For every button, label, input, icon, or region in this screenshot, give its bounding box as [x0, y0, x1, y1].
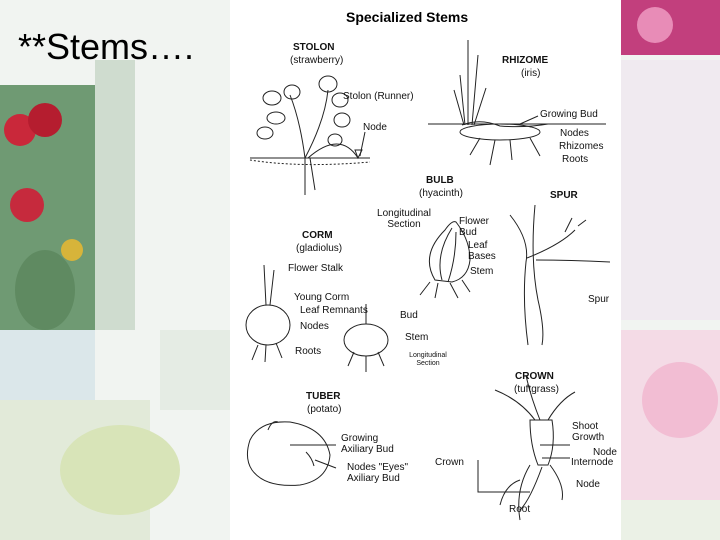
- node-label: Node: [363, 122, 387, 133]
- crown-example: (tuftgrass): [514, 384, 559, 395]
- corm-example: (gladiolus): [296, 243, 342, 254]
- growing-axiliary-bud-label: Growing Axiliary Bud: [341, 433, 411, 455]
- corm-longitudinal-section-label: Longitudinal Section: [403, 352, 453, 368]
- stolon-example: (strawberry): [290, 55, 343, 66]
- rhizome-example: (iris): [521, 68, 540, 79]
- corm-roots-label: Roots: [295, 346, 321, 357]
- shoot-growth-label: Shoot Growth: [572, 421, 612, 443]
- root-label: Root: [509, 504, 530, 515]
- bulb-name: BULB: [426, 175, 454, 186]
- stolon-label: Stolon (Runner): [343, 91, 414, 102]
- corm-nodes-label: Nodes: [300, 321, 329, 332]
- corm-name: CORM: [302, 230, 333, 241]
- crown-name: CROWN: [515, 371, 554, 382]
- nodes-eyes-label: Nodes "Eyes" Axiliary Bud: [347, 462, 419, 484]
- leaf-remnants-label: Leaf Remnants: [300, 305, 368, 316]
- bulb-example: (hyacinth): [419, 188, 463, 199]
- growing-bud-label: Growing Bud: [540, 109, 598, 120]
- crown-drawing: [478, 375, 575, 520]
- flower-bud-label: Flower Bud: [459, 216, 499, 238]
- rhizomes-label: Rhizomes: [559, 141, 603, 152]
- internode-label: Internode: [571, 457, 613, 468]
- flower-stalk-label: Flower Stalk: [288, 263, 343, 274]
- rhizome-name: RHIZOME: [502, 55, 548, 66]
- crown-lower-node-label: Node: [576, 479, 600, 490]
- specialized-stems-figure: Specialized Stems STOLON (strawberry) St…: [230, 0, 621, 540]
- spur-name: SPUR: [550, 190, 578, 201]
- longitudinal-section-label: Longitudinal Section: [374, 208, 434, 230]
- leaf-bases-label: Leaf Bases: [468, 240, 506, 262]
- stolon-name: STOLON: [293, 42, 334, 53]
- young-corm-label: Young Corm: [294, 292, 349, 303]
- stem-label: Stem: [470, 266, 493, 277]
- spur-label: Spur: [588, 294, 609, 305]
- tuber-name: TUBER: [306, 391, 340, 402]
- crown-label: Crown: [435, 457, 464, 468]
- roots-label: Roots: [562, 154, 588, 165]
- bud-label: Bud: [400, 310, 418, 321]
- slide-title: **Stems….: [18, 26, 194, 68]
- figure-heading: Specialized Stems: [346, 9, 468, 25]
- nodes-label: Nodes: [560, 128, 589, 139]
- spur-drawing: [510, 205, 610, 345]
- tuber-example: (potato): [307, 404, 341, 415]
- tuber-drawing: [247, 422, 336, 486]
- corm-stem-label: Stem: [405, 332, 428, 343]
